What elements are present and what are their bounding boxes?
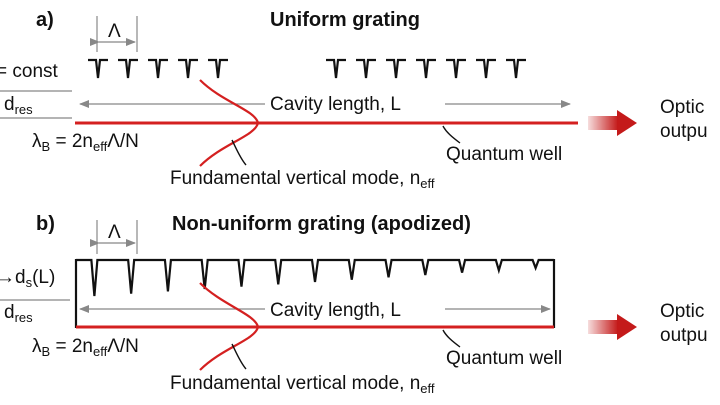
panel-b: b) Non-uniform grating (apodized) Λ →ds(… (0, 213, 708, 396)
period-symbol-b: Λ (108, 222, 121, 243)
optical-output-label-b-2: outpu (660, 325, 708, 346)
mode-pointer-a (231, 139, 247, 166)
mode-profile-b (199, 282, 260, 371)
cavity-length-b: Cavity length, L (270, 300, 401, 321)
bragg-equation-b: λB = 2neffΛ/N (32, 336, 139, 359)
optical-output-label-a-2: outpu (660, 121, 708, 142)
quantum-well-label-a: Quantum well (446, 144, 562, 165)
uniform-grating-left (88, 58, 228, 79)
mode-profile-a (199, 79, 260, 167)
mode-label-a: Fundamental vertical mode, neff (170, 168, 435, 191)
panel-a-label: a) (36, 9, 54, 31)
bragg-equation-a: λB = 2neffΛ/N (32, 131, 139, 154)
cavity-length-a: Cavity length, L (270, 94, 401, 115)
resonance-depth-b: dres (4, 302, 33, 325)
panel-b-title: Non-uniform grating (apodized) (172, 213, 471, 235)
panel-a: a) Uniform grating Λ = const dres Cavity… (0, 9, 708, 191)
optical-output-label-b-1: Optic (660, 301, 704, 322)
mode-label-b: Fundamental vertical mode, neff (170, 373, 435, 396)
optical-output-label-a-1: Optic (660, 97, 704, 118)
depth-label-a: = const (0, 61, 59, 82)
resonance-depth-a: dres (4, 94, 33, 117)
mode-pointer-b (231, 343, 247, 370)
panel-a-title: Uniform grating (270, 9, 420, 31)
quantum-well-pointer-b (442, 329, 461, 348)
optical-output-arrow-b (588, 314, 637, 340)
period-symbol-a: Λ (108, 21, 121, 42)
panel-b-label: b) (36, 213, 55, 235)
depth-label-b: →ds(L) (0, 267, 55, 290)
uniform-grating-right (326, 58, 526, 79)
quantum-well-label-b: Quantum well (446, 348, 562, 369)
quantum-well-pointer-a (442, 125, 461, 144)
period-marker-b: Λ (90, 220, 138, 254)
optical-output-arrow-a (588, 110, 637, 136)
period-marker-a: Λ (90, 16, 138, 52)
apodized-grating (76, 258, 554, 297)
